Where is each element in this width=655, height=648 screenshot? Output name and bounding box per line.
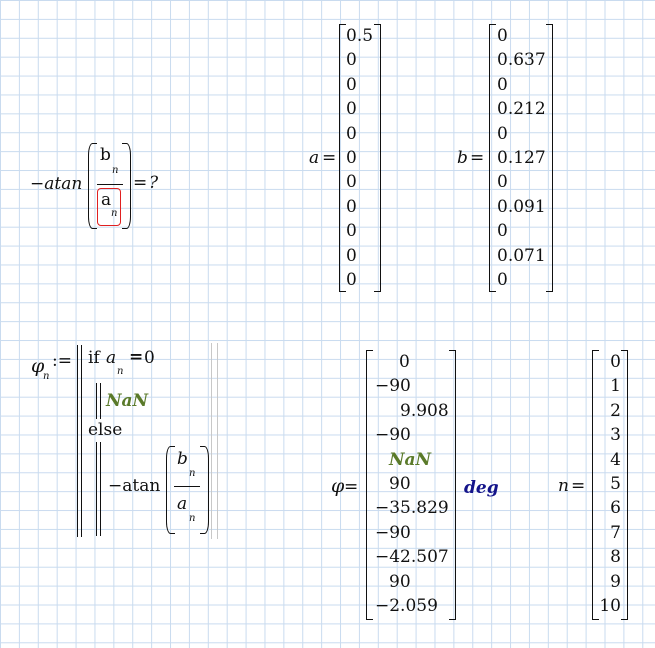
vector-a-element: 0 xyxy=(346,270,357,290)
vector-a-element: 0 xyxy=(346,148,357,168)
vector-n-element: 10 xyxy=(599,596,621,616)
condition-value: 0 xyxy=(144,348,155,368)
vector-b-left-bracket xyxy=(489,24,496,292)
vector-a-element: 0 xyxy=(346,74,357,95)
condition-var: a xyxy=(106,348,117,368)
vector-phi-element: −2.059 xyxy=(375,596,438,616)
vector-b-element: 0 xyxy=(497,74,508,95)
else-numerator-subscript: n xyxy=(189,468,196,479)
vector-n-element: 3 xyxy=(610,425,621,446)
else-denominator-var: a xyxy=(177,494,188,514)
define-operator: := xyxy=(52,351,72,371)
vector-a-element: 0 xyxy=(346,50,357,71)
program-right-guide-2 xyxy=(217,343,219,539)
vector-n-element: 0 xyxy=(610,352,621,372)
vector-a-element: 0 xyxy=(346,245,357,266)
phi-def-name: φ xyxy=(31,355,45,377)
vector-phi-element: 90 xyxy=(389,571,411,592)
else-keyword: else xyxy=(88,420,123,440)
vector-phi-element: −90 xyxy=(375,522,411,543)
vector-a-element: 0.5 xyxy=(346,26,374,46)
fraction-line xyxy=(97,184,123,186)
vector-b-element: 0 xyxy=(497,221,508,242)
vector-phi-element: NaN xyxy=(389,449,432,470)
vector-n-element: 1 xyxy=(610,376,621,397)
vector-a-element: 0 xyxy=(346,172,357,193)
vector-b-element: 0.127 xyxy=(497,148,546,168)
vector-phi-element: −35.829 xyxy=(375,498,449,519)
vector-b-element: 0 xyxy=(497,172,508,193)
vector-b-right-bracket xyxy=(546,24,553,292)
vector-a-equals: = xyxy=(322,148,337,168)
vector-a-right-bracket xyxy=(374,24,381,292)
vector-phi-left-bracket xyxy=(366,350,373,620)
vector-b-element: 0 xyxy=(497,123,508,144)
program-right-guide-1 xyxy=(211,343,213,539)
then-bar-2 xyxy=(100,383,102,419)
denominator-subscript: n xyxy=(111,208,118,219)
condition-subscript: n xyxy=(117,366,124,377)
vector-n-right-bracket xyxy=(621,350,628,620)
vector-n-element: 2 xyxy=(610,400,621,421)
atan-function-name: −atan xyxy=(30,174,83,194)
vector-b-element: 0.071 xyxy=(497,245,546,266)
vector-phi-element: 90 xyxy=(389,474,411,494)
else-right-paren xyxy=(200,446,209,534)
then-bar-1 xyxy=(96,383,98,419)
vector-b-equals: = xyxy=(470,148,485,168)
vector-phi-right-bracket xyxy=(449,350,456,620)
else-denominator-subscript: n xyxy=(189,513,196,524)
vector-phi-element: 0 xyxy=(399,352,410,372)
vector-n-element: 7 xyxy=(610,522,621,543)
vector-a-element: 0 xyxy=(346,196,357,217)
vector-n-element: 9 xyxy=(610,571,621,592)
vector-phi-name: φ xyxy=(331,475,345,497)
vector-a-left-bracket xyxy=(339,24,346,292)
vector-b-element: 0 xyxy=(497,26,508,46)
vector-b-element: 0 xyxy=(497,270,508,290)
else-bar-2 xyxy=(100,442,102,536)
vector-n-element: 4 xyxy=(610,449,621,470)
vector-b-element: 0.212 xyxy=(497,99,546,120)
denominator-var[interactable]: a xyxy=(101,190,112,210)
else-numerator-var: b xyxy=(177,449,188,469)
vector-a-name: a xyxy=(309,148,320,168)
vector-phi-element: −90 xyxy=(375,425,411,446)
vector-phi-element: −42.507 xyxy=(375,547,449,568)
boolean-equals: = xyxy=(129,347,144,367)
then-nan-value: NaN xyxy=(106,391,149,411)
left-paren xyxy=(88,143,97,229)
vector-n-element: 8 xyxy=(610,547,621,568)
vector-phi-element: −90 xyxy=(375,376,411,397)
vector-n-name: n xyxy=(558,476,569,496)
numerator-subscript: n xyxy=(112,165,119,176)
vector-n-element: 6 xyxy=(610,498,621,519)
vector-phi-equals: = xyxy=(344,477,359,497)
vector-a-element: 0 xyxy=(346,123,357,144)
phi-def-subscript: n xyxy=(43,371,50,382)
active-edit-placeholder[interactable] xyxy=(97,188,121,226)
program-bar-outer-2 xyxy=(81,345,83,537)
vector-a-element: 0 xyxy=(346,221,357,242)
vector-b-element: 0.637 xyxy=(497,50,546,71)
program-bar-outer-1 xyxy=(77,345,79,537)
unit-placeholder-deg[interactable]: deg xyxy=(464,478,499,498)
vector-b-name: b xyxy=(457,148,468,168)
numerator-var: b xyxy=(100,145,111,165)
vector-a-element: 0 xyxy=(346,99,357,120)
right-paren xyxy=(122,143,131,229)
if-keyword: if xyxy=(88,348,100,368)
else-fraction-line xyxy=(174,486,200,488)
vector-n-left-bracket xyxy=(592,350,599,620)
vector-n-element: 5 xyxy=(610,474,621,494)
eval-equals: = xyxy=(133,173,148,193)
else-bar-1 xyxy=(96,442,98,536)
eval-result-placeholder: ? xyxy=(149,173,159,193)
else-atan-function: −atan xyxy=(108,476,161,496)
vector-b-element: 0.091 xyxy=(497,196,546,217)
vector-phi-element: 9.908 xyxy=(400,400,449,421)
vector-n-equals: = xyxy=(571,476,586,496)
else-left-paren xyxy=(166,446,175,534)
